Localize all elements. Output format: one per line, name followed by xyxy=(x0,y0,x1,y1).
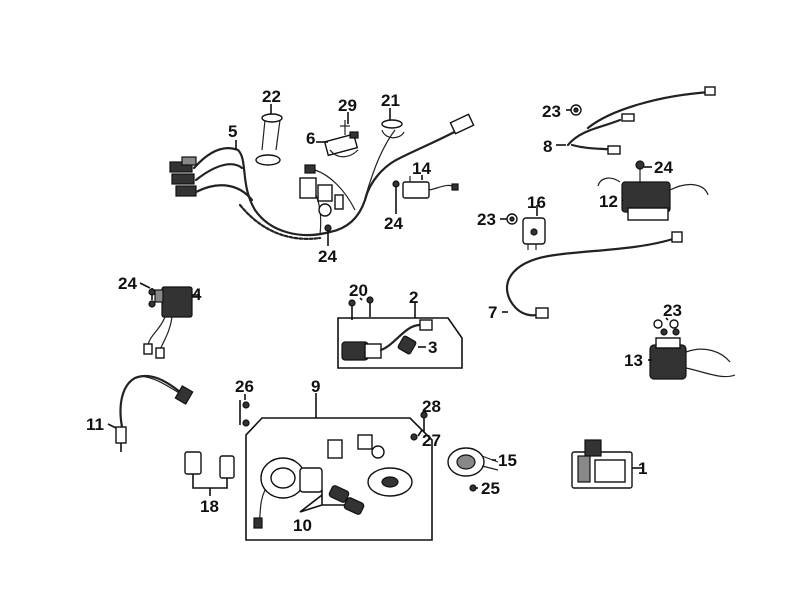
screws-20 xyxy=(348,296,374,320)
callout-13: 13 xyxy=(624,351,643,370)
relay-box-1 xyxy=(571,439,633,489)
callout-labels: 22 5 29 21 6 14 24 24 23 8 24 12 16 23 7… xyxy=(86,87,682,535)
callout-10: 10 xyxy=(293,516,312,535)
callout-21: 21 xyxy=(381,91,400,110)
callout-5: 5 xyxy=(228,122,237,141)
callout-18: 18 xyxy=(200,497,219,516)
callout-2: 2 xyxy=(409,288,418,307)
regulator-4 xyxy=(143,286,193,359)
screw-23-mid xyxy=(506,213,518,225)
relay-14 xyxy=(402,176,459,199)
callout-6: 6 xyxy=(306,129,315,148)
callout-3: 3 xyxy=(428,338,437,357)
callout-4: 4 xyxy=(192,285,202,304)
callout-24-relay: 24 xyxy=(654,158,673,177)
callout-9: 9 xyxy=(311,377,320,396)
callout-1: 1 xyxy=(638,459,647,478)
leader-lines xyxy=(107,104,669,489)
callout-8: 8 xyxy=(543,137,552,156)
callout-14: 14 xyxy=(412,159,431,178)
screw-24-harness xyxy=(324,180,400,240)
connectors-18 xyxy=(184,451,235,496)
callout-24-harness-right: 24 xyxy=(384,214,403,233)
sensor-11 xyxy=(115,374,194,452)
callout-23-mid: 23 xyxy=(477,210,496,229)
screws-26 xyxy=(239,400,250,427)
callout-23-top: 23 xyxy=(542,102,561,121)
callout-24-harness-bottom: 24 xyxy=(318,247,337,266)
callout-7: 7 xyxy=(488,303,497,322)
screw-23-top xyxy=(570,104,582,116)
horn-15 xyxy=(447,447,499,492)
cable-7 xyxy=(505,231,683,319)
starter-relay-12 xyxy=(597,160,709,221)
callout-29: 29 xyxy=(338,96,357,115)
callout-16: 16 xyxy=(527,193,546,212)
screw-23-solenoid xyxy=(653,319,679,329)
ignition-coil-group xyxy=(337,317,463,369)
callout-27: 27 xyxy=(422,431,441,450)
callout-15: 15 xyxy=(498,451,517,470)
callout-12: 12 xyxy=(599,192,618,211)
callout-11: 11 xyxy=(86,415,104,434)
callout-22: 22 xyxy=(262,87,281,106)
battery-cable-8 xyxy=(566,86,716,155)
connector-6 xyxy=(323,120,359,158)
flasher-16 xyxy=(522,217,546,250)
callout-23-solenoid: 23 xyxy=(663,301,682,320)
clamp-22 xyxy=(255,113,283,166)
callout-24-regulator: 24 xyxy=(118,274,137,293)
clip-21 xyxy=(381,119,405,139)
screws-27-28 xyxy=(410,411,428,441)
wiring-harness xyxy=(169,113,475,240)
callout-20: 20 xyxy=(349,281,368,300)
callout-26: 26 xyxy=(235,377,254,396)
callout-28: 28 xyxy=(422,397,441,416)
screw-24-regulator xyxy=(148,288,156,308)
ignition-switch-group xyxy=(245,417,433,541)
starter-solenoid-13 xyxy=(649,328,736,380)
callout-25: 25 xyxy=(481,479,500,498)
